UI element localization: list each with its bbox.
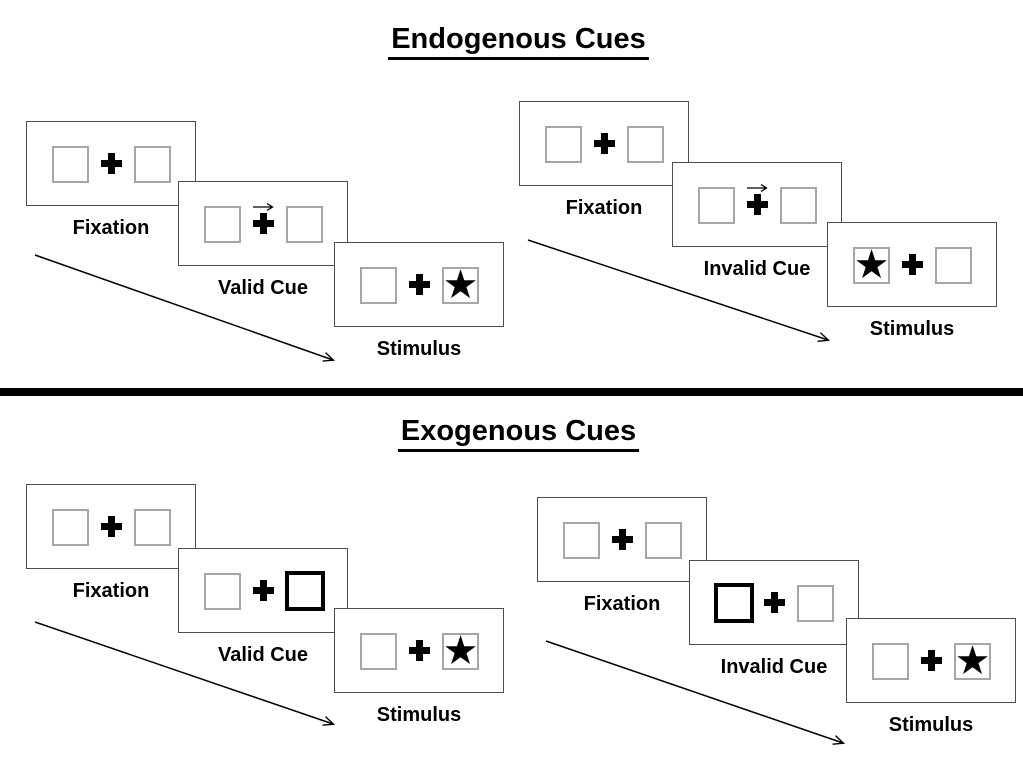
- fixation-cross-icon: [901, 254, 923, 275]
- fixation-cross-icon: [252, 580, 274, 601]
- panel-label: Stimulus: [888, 714, 974, 736]
- panel-label: Fixation: [583, 593, 661, 615]
- panel-label: Fixation: [565, 197, 643, 219]
- right-box: [935, 247, 972, 284]
- left-box: [360, 267, 397, 304]
- left-box: [872, 643, 909, 680]
- left-box: [545, 126, 582, 163]
- panel-label: Valid Cue: [217, 644, 309, 666]
- exo-invalid-cue-panel: [689, 560, 859, 645]
- exo-valid-stimulus-panel: ★: [334, 608, 504, 693]
- fixation-cross-icon: [593, 133, 615, 154]
- endo-valid-fixation-panel: [26, 121, 196, 206]
- fixation-cross-icon: [252, 213, 274, 234]
- left-box: [563, 522, 600, 559]
- right-box: ★: [442, 627, 479, 674]
- star-icon: ★: [853, 241, 890, 288]
- endo-valid-cue-panel: [178, 181, 348, 266]
- endogenous-section-title: Endogenous Cues: [0, 22, 1023, 60]
- timeline-arrow: [34, 621, 336, 726]
- panel-label: Fixation: [72, 580, 150, 602]
- exo-valid-fixation-panel: [26, 484, 196, 569]
- endo-invalid-fixation-panel: [519, 101, 689, 186]
- panel-label: Fixation: [72, 217, 150, 239]
- left-box: [204, 206, 241, 243]
- right-box: [645, 522, 682, 559]
- cue-highlight-box: [285, 571, 325, 611]
- left-box: [52, 509, 89, 546]
- left-box: [204, 573, 241, 610]
- fixation-cross-icon: [408, 274, 430, 295]
- right-arrow-icon: [253, 202, 274, 212]
- star-icon: ★: [954, 637, 991, 684]
- panel-label: Valid Cue: [217, 277, 309, 299]
- exo-invalid-fixation-panel: [537, 497, 707, 582]
- endogenous-title-text: Endogenous Cues: [388, 22, 649, 60]
- panel-label: Invalid Cue: [720, 656, 828, 678]
- panel-label: Stimulus: [376, 704, 462, 726]
- left-box: [360, 633, 397, 670]
- right-box: [134, 146, 171, 183]
- endo-invalid-stimulus-panel: ★: [827, 222, 997, 307]
- right-box: [627, 126, 664, 163]
- cue-highlight-box: [714, 583, 754, 623]
- right-box: ★: [954, 637, 991, 684]
- left-box: ★: [853, 241, 890, 288]
- star-icon: ★: [442, 261, 479, 308]
- right-arrow-icon: [747, 183, 768, 193]
- exogenous-title-text: Exogenous Cues: [397, 414, 640, 452]
- right-box: [797, 585, 834, 622]
- fixation-cross-icon: [100, 153, 122, 174]
- panel-label: Invalid Cue: [703, 258, 811, 280]
- fixation-cross-icon: [100, 516, 122, 537]
- exogenous-section-title: Exogenous Cues: [0, 414, 1023, 452]
- fixation-cross-icon: [408, 640, 430, 661]
- fixation-cross-icon: [920, 650, 942, 671]
- exo-invalid-stimulus-panel: ★: [846, 618, 1016, 703]
- right-box: [780, 187, 817, 224]
- right-box: [286, 206, 323, 243]
- endo-invalid-cue-panel: [672, 162, 842, 247]
- fixation-cross-icon: [611, 529, 633, 550]
- left-box: [698, 187, 735, 224]
- star-icon: ★: [442, 627, 479, 674]
- right-box: [134, 509, 171, 546]
- timeline-arrow: [34, 254, 336, 362]
- fixation-cross-icon: [746, 194, 768, 215]
- endo-valid-stimulus-panel: ★: [334, 242, 504, 327]
- left-box: [52, 146, 89, 183]
- right-box: ★: [442, 261, 479, 308]
- section-divider: [0, 388, 1023, 396]
- exo-valid-cue-panel: [178, 548, 348, 633]
- panel-label: Stimulus: [869, 318, 955, 340]
- timeline-arrow: [527, 239, 831, 342]
- fixation-cross-icon: [763, 592, 785, 613]
- panel-label: Stimulus: [376, 338, 462, 360]
